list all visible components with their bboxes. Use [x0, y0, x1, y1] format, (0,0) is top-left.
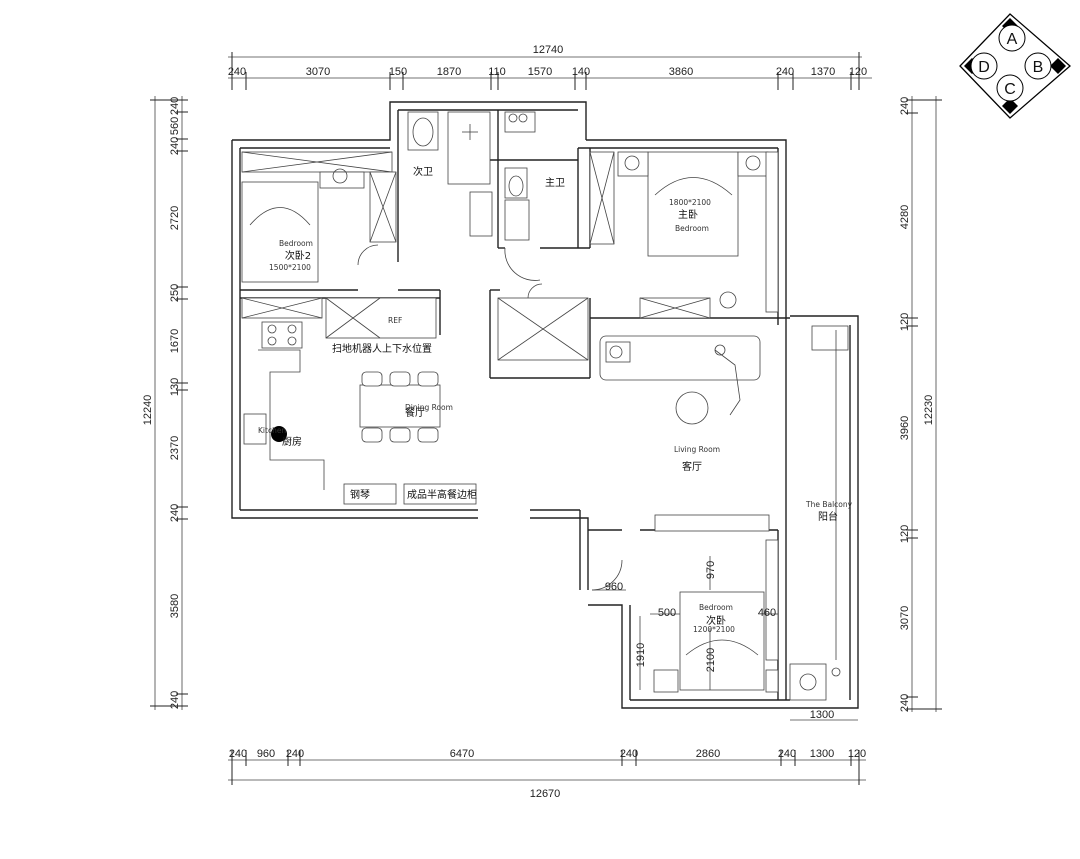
- balcony-en: The Balcony: [805, 500, 853, 509]
- bedroom2-size: 1500*2100: [269, 263, 311, 272]
- kitchen-fixtures: [241, 297, 437, 490]
- left-dimension: 240: [169, 691, 181, 709]
- left-dimension: 3580: [169, 594, 181, 618]
- kitchen-label: 厨房: [282, 435, 302, 448]
- bottom-dimension: 6470: [450, 748, 474, 760]
- top-dimension: 120: [849, 66, 867, 78]
- bottom-dimension: 240: [286, 748, 304, 760]
- bottom-dimension: 240: [229, 748, 247, 760]
- dining-furniture: [343, 371, 477, 505]
- left-dimension: 560: [169, 117, 181, 135]
- right-dimension: 3070: [899, 606, 911, 630]
- top-dimension: 3070: [306, 66, 330, 78]
- right-dimension: 3960: [899, 416, 911, 440]
- bottom-dimension: 120: [848, 748, 866, 760]
- balcony-fixtures: [789, 325, 858, 721]
- bed3-dim-2100: 2100: [705, 648, 717, 672]
- top-dimension: 240: [776, 66, 794, 78]
- bottom-dimension: 1300: [810, 748, 834, 760]
- sideboard-label: 成品半高餐边柜: [407, 488, 477, 501]
- compass: A B C D: [959, 13, 1071, 119]
- balcony-label: 阳台: [818, 510, 838, 523]
- compass-label-a: A: [1007, 31, 1018, 48]
- dining-en: Dining Room: [405, 403, 453, 412]
- right-dimension: 4280: [899, 205, 911, 229]
- top-dimension: 240: [228, 66, 246, 78]
- left-dimension: 250: [169, 284, 181, 302]
- living-furniture: [497, 283, 761, 425]
- living-en: Living Room: [674, 445, 720, 454]
- top-dimension: 150: [389, 66, 407, 78]
- bath2-label: 次卫: [413, 165, 433, 178]
- bed3-dim-1910: 1910: [635, 643, 647, 667]
- balcony-width-dimension: 1300: [810, 709, 834, 721]
- bed3-dim-970: 970: [705, 561, 717, 579]
- robot-water-note: 扫地机器人上下水位置: [332, 342, 432, 355]
- exterior-walls: [231, 101, 859, 709]
- compass-label-d: D: [978, 59, 990, 76]
- left-dimension: 240: [169, 97, 181, 115]
- bedroom2-label: 次卧2: [285, 249, 311, 262]
- master-bed-size: 1800*2100: [669, 198, 711, 207]
- bedroom3-size: 1200*2100: [693, 625, 735, 634]
- right-dimension: 240: [899, 97, 911, 115]
- left-dimension: 1670: [169, 329, 181, 353]
- bedroom3-furniture: [591, 514, 779, 693]
- top-total-dimension: 12740: [533, 44, 564, 56]
- bottom-dimension: 240: [620, 748, 638, 760]
- top-dimension: 140: [572, 66, 590, 78]
- compass-label-c: C: [1004, 81, 1016, 98]
- bottom-dimension-lines: [228, 750, 866, 785]
- bottom-dimension: 2860: [696, 748, 720, 760]
- top-dimension: 1870: [437, 66, 461, 78]
- top-dimension: 1570: [528, 66, 552, 78]
- left-dimension: 240: [169, 504, 181, 522]
- right-dimension: 240: [899, 694, 911, 712]
- master-bedroom-en: Bedroom: [675, 224, 709, 233]
- bottom-dimension: 960: [257, 748, 275, 760]
- left-dimension: 2370: [169, 436, 181, 460]
- bedroom3-en: Bedroom: [699, 603, 733, 612]
- top-dimension: 3860: [669, 66, 693, 78]
- left-total-dimension: 12240: [142, 395, 154, 426]
- right-dimension: 120: [899, 525, 911, 543]
- top-dimension: 110: [488, 66, 506, 78]
- bottom-total-dimension: 12670: [530, 788, 561, 800]
- bed3-dim-960: 960: [605, 581, 623, 593]
- piano-label: 钢琴: [350, 488, 370, 501]
- bathroom-fixtures: [407, 111, 541, 281]
- master-bedroom-label: 主卧: [678, 208, 698, 221]
- bedroom3-label: 次卧: [706, 614, 726, 627]
- bedroom2-en: Bedroom: [279, 239, 313, 248]
- living-label: 客厅: [682, 460, 702, 473]
- ref-label: REF: [388, 316, 402, 325]
- left-dimension: 2720: [169, 206, 181, 230]
- dining-label: 餐厅: [405, 406, 425, 419]
- right-total-dimension: 12230: [923, 395, 935, 426]
- bed3-dim-460: 460: [758, 607, 776, 619]
- top-dimension: 1370: [811, 66, 835, 78]
- left-dimension-lines: [150, 96, 188, 710]
- kitchen-en: Kitchen: [258, 426, 286, 435]
- bed3-dim-500: 500: [658, 607, 676, 619]
- bottom-dimension: 240: [778, 748, 796, 760]
- left-dimension: 130: [169, 378, 181, 396]
- top-dimension-lines: [228, 52, 872, 90]
- master-bath-label: 主卫: [545, 177, 565, 189]
- compass-label-b: B: [1033, 59, 1044, 76]
- bedroom2-furniture: [241, 151, 397, 283]
- left-dimension: 240: [169, 137, 181, 155]
- right-dimension-lines: [906, 96, 942, 712]
- master-bedroom-furniture: [589, 151, 779, 319]
- right-dimension: 120: [899, 313, 911, 331]
